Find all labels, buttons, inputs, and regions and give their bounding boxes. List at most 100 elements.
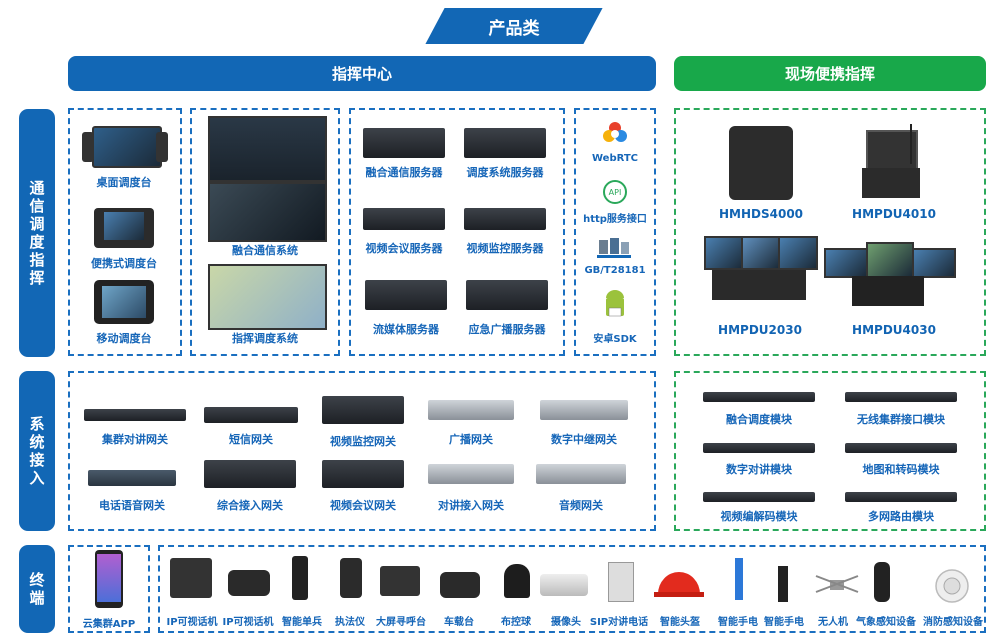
terminal-label: 智能手电 [764,617,804,628]
gateway-label: 视频监控网关 [330,435,396,448]
module-image [845,492,957,502]
terminal-label: 执法仪 [335,617,365,628]
module-label: 数字对讲模块 [726,463,792,476]
module-label: 无线集群接口模块 [857,413,945,426]
webrtc-icon [603,122,627,142]
terminal-image [340,558,362,598]
terminal-image [228,570,270,596]
server-label: 视频监控服务器 [466,242,544,255]
gb28181-icon [597,238,631,258]
terminal-label: SIP对讲电话 [589,617,649,628]
portable-label: HMPDU2030 [718,323,802,337]
hmpdu2030-image [704,236,818,302]
module-image [703,392,815,402]
interface-label: 安卓SDK [593,334,637,345]
terminal-image [608,562,634,602]
side-label-access: 系统接入 [19,371,55,531]
console-label: 移动调度台 [96,332,152,345]
terminal-image [504,564,530,598]
server-label: 流媒体服务器 [373,323,439,336]
server-label: 融合通信服务器 [365,166,443,179]
server-image [363,128,445,158]
gateway-label: 综合接入网关 [217,499,283,512]
system-screenshot [208,116,327,182]
terminal-image [440,572,480,598]
module-image [845,443,957,453]
helmet-icon [654,572,704,597]
module-label: 视频编解码模块 [720,510,798,523]
server-image [464,208,546,230]
system-label: 融合通信系统 [232,244,298,257]
servers-box [349,108,565,356]
portable-label: HMHDS4000 [718,207,804,221]
interface-label: WebRTC [591,153,639,164]
server-image [466,280,548,310]
systems-box [190,108,340,356]
terminal-label: IP可视话机 [222,617,274,628]
console-label: 桌面调度台 [96,176,152,189]
gateway-image [88,470,176,486]
header-command-center: 指挥中心 [68,56,656,91]
server-image [365,280,447,310]
side-label-terminal: 终端 [19,545,55,633]
module-image [845,392,957,402]
terminal-image [540,574,588,596]
module-label: 融合调度模块 [726,413,792,426]
terminal-label: 车载台 [444,617,474,628]
interfaces-box [574,108,656,356]
system-screenshot [208,264,327,330]
modules-box [674,371,986,531]
gateways-box [68,371,656,531]
gateway-label: 音频网关 [559,499,603,512]
gateway-image [204,460,296,488]
hmhds4000-image [729,126,793,200]
consoles-box [68,108,182,356]
gateway-image [428,400,514,420]
http-icon: API [603,180,627,204]
android-icon [606,290,624,317]
server-image [464,128,546,158]
page-title: 产品类 [488,18,540,39]
module-label: 地图和转码模块 [862,463,940,476]
gateway-image [540,400,628,420]
terminal-label: 无人机 [818,617,848,628]
terminal-image [292,556,308,600]
portable-console-image [94,202,154,250]
gateway-image [322,460,404,488]
svg-text:API: API [609,188,622,197]
terminal-label: 摄像头 [551,617,581,628]
header-field-portable: 现场便携指挥 [674,56,986,91]
terminal-label: 智能头盔 [660,617,700,628]
hmpdu4030-image [824,242,956,308]
gateway-label: 电话语音网关 [99,499,165,512]
app-label: 云集群APP [82,619,136,630]
gateway-image [428,464,514,484]
smoke-detector-icon [935,569,969,603]
gateway-label: 短信网关 [229,433,273,446]
terminal-image [170,558,212,598]
app-box [68,545,150,633]
phone-image [95,550,123,608]
terminal-image [778,566,788,602]
console-label: 便携式调度台 [91,257,157,270]
gateway-image [322,396,404,424]
terminal-label: 大屏寻呼台 [376,617,426,628]
interface-label: GB/T28181 [584,265,646,276]
system-label: 指挥调度系统 [232,332,298,345]
gateway-label: 对讲接入网关 [438,499,504,512]
desktop-console-image [82,124,168,169]
gateway-image [536,464,626,484]
gateway-label: 广播网关 [449,433,493,446]
gateway-label: 集群对讲网关 [102,433,168,446]
terminal-image [874,562,890,602]
module-image [703,443,815,453]
server-image [363,208,445,230]
mobile-console-image [94,280,154,326]
terminal-label: 布控球 [501,617,531,628]
terminals-box [158,545,986,633]
hmpdu4010-image [862,124,920,200]
terminal-label: 智能单兵 [282,617,322,628]
server-label: 应急广播服务器 [468,323,546,336]
server-label: 调度系统服务器 [466,166,544,179]
gateway-image [204,407,298,423]
